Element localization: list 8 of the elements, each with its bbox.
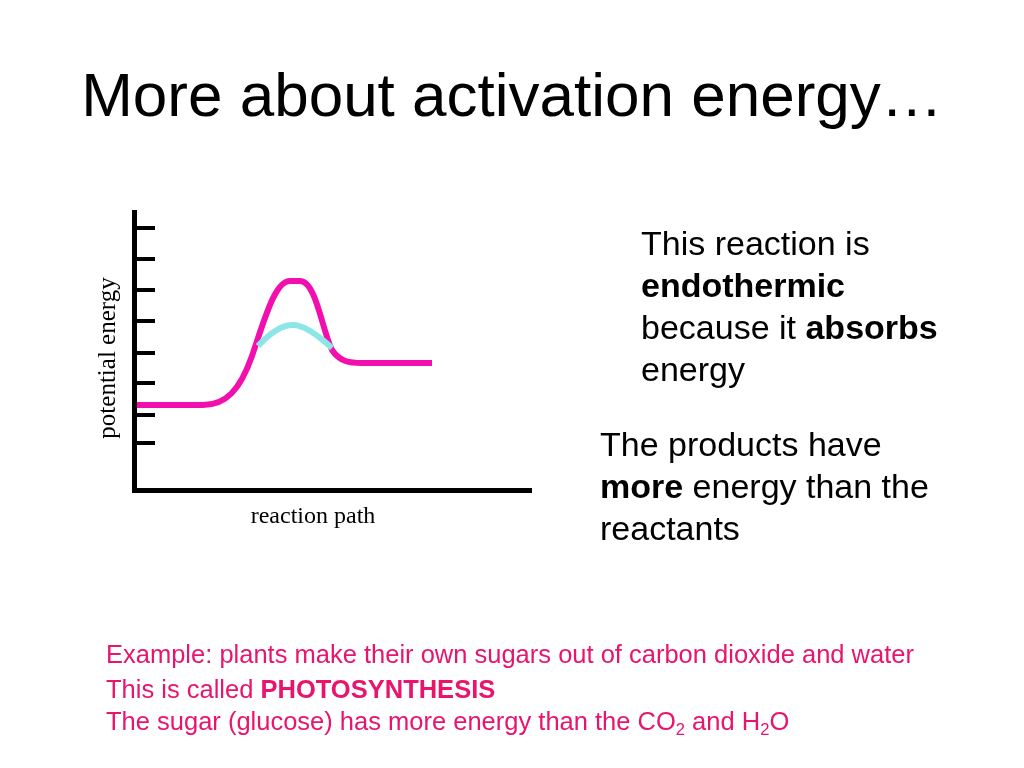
body-text: The products have more energy than the reactants	[600, 424, 930, 549]
slide-title: More about activation energy…	[80, 59, 944, 131]
axis-label: potential energy	[93, 277, 121, 439]
note-text: Example: plants make their own sugars out of carbon dioxide and water	[106, 639, 914, 669]
note-text: The sugar (glucose) has more energy than the CO$_{2}$ and H$_{2}$O	[106, 706, 790, 736]
note-text: This is called PHOTOSYNTHESIS	[106, 674, 496, 704]
axis-label: reaction path	[250, 501, 376, 529]
body-text: This reaction is endothermic because it absorbs energy	[641, 223, 939, 390]
